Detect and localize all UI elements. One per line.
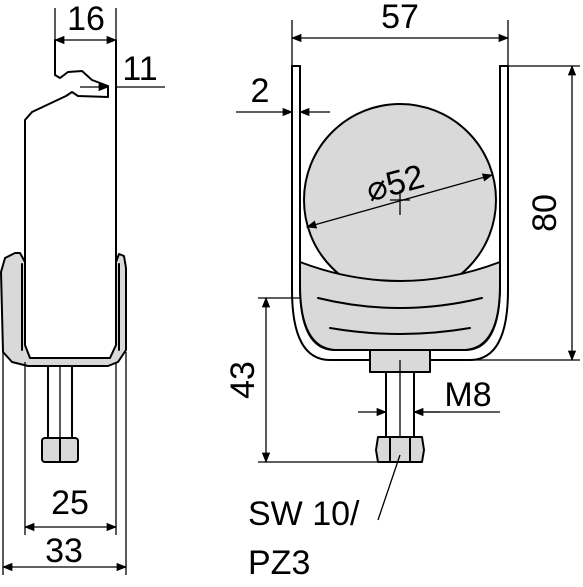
side-view: 16 11 25 33: [0, 0, 165, 575]
saddle-inner-edge: [317, 297, 483, 309]
dim-label-33: 33: [45, 532, 83, 570]
dim-label-wrench-2: PZ3: [248, 544, 310, 582]
dim-label-wrench-1: SW 10/: [248, 495, 360, 533]
dim-line-diameter: [305, 173, 494, 229]
front-view: ⌀52 57 2 80 43 M8 SW 10/ PZ3: [224, 0, 580, 582]
dim-label-11: 11: [122, 50, 157, 88]
wrench-leader-line: [377, 454, 401, 521]
front-view-nut: [375, 436, 425, 463]
dim-label-m8: M8: [444, 376, 491, 414]
clamp-saddle: [299, 261, 501, 351]
side-view-clip-body: [0, 252, 127, 367]
dim-label-57: 57: [381, 0, 419, 36]
dim-label-25: 25: [51, 484, 89, 522]
dim-label-80: 80: [526, 194, 564, 232]
dim-label-2: 2: [251, 72, 270, 110]
dim-label-16: 16: [67, 0, 105, 38]
saddle-lower-edge: [329, 327, 471, 335]
dim-label-43: 43: [224, 361, 262, 399]
side-view-top-profile: [24, 39, 117, 363]
